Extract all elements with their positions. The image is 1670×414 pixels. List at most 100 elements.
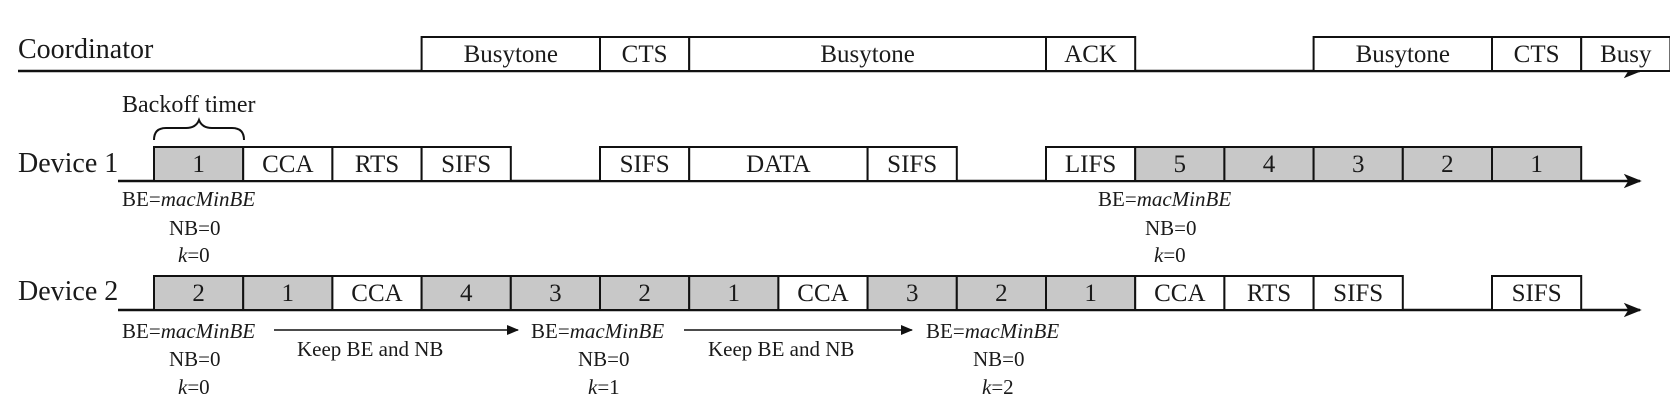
frame-slot bbox=[1223, 275, 1315, 311]
be-value: macMinBE bbox=[161, 187, 256, 211]
frame-slot bbox=[1312, 36, 1493, 72]
lane-label-device-2: Device 2 bbox=[18, 276, 118, 307]
backoff-slot bbox=[509, 275, 601, 311]
frame-slot bbox=[1491, 275, 1583, 311]
svg-text:BE=macMinBE: BE=macMinBE bbox=[122, 319, 255, 343]
backoff-count-label: 1 bbox=[728, 280, 741, 307]
be-prefix: BE= bbox=[1098, 187, 1137, 211]
frame-label: SIFS bbox=[1333, 280, 1383, 307]
k-value: =0 bbox=[187, 243, 209, 267]
keep-be-nb-label-1: Keep BE and NB bbox=[297, 337, 443, 361]
backoff-slot bbox=[866, 275, 958, 311]
frame-label: SIFS bbox=[887, 151, 937, 178]
frame-label: CCA bbox=[797, 280, 848, 307]
backoff-slot bbox=[599, 275, 691, 311]
backoff-slot bbox=[1491, 146, 1583, 182]
backoff-slot bbox=[1223, 146, 1315, 182]
backoff-count-label: 2 bbox=[192, 280, 205, 307]
backoff-count-label: 4 bbox=[460, 280, 473, 307]
device-1-params-initial: BE=macMinBE NB=0 k=0 bbox=[122, 187, 255, 267]
k-value: =2 bbox=[991, 375, 1013, 399]
frame-label: Busytone bbox=[820, 41, 914, 68]
frame-label: RTS bbox=[1247, 280, 1291, 307]
backoff-timer-brace bbox=[153, 117, 245, 141]
backoff-count-label: 4 bbox=[1263, 151, 1276, 178]
device-2-params-stage-2: BE=macMinBE NB=0 k=2 bbox=[926, 319, 1059, 399]
svg-text:BE=macMinBE: BE=macMinBE bbox=[122, 187, 255, 211]
frame-label: ACK bbox=[1064, 41, 1117, 68]
backoff-count-label: 1 bbox=[1084, 280, 1097, 307]
nb-value: NB=0 bbox=[578, 347, 630, 371]
k-value: =1 bbox=[597, 375, 619, 399]
frame-slot bbox=[599, 36, 691, 72]
be-value: macMinBE bbox=[161, 319, 256, 343]
k-symbol: k bbox=[588, 375, 598, 399]
svg-text:BE=macMinBE: BE=macMinBE bbox=[926, 319, 1059, 343]
nb-value: NB=0 bbox=[169, 347, 221, 371]
backoff-count-label: 3 bbox=[1352, 151, 1365, 178]
backoff-slot bbox=[242, 275, 334, 311]
frame-label: CTS bbox=[1514, 41, 1560, 68]
backoff-slot bbox=[1312, 146, 1404, 182]
be-value: macMinBE bbox=[570, 319, 665, 343]
be-prefix: BE= bbox=[122, 319, 161, 343]
frame-slot bbox=[599, 146, 691, 182]
backoff-count-label: 3 bbox=[549, 280, 562, 307]
backoff-count-label: 5 bbox=[1174, 151, 1187, 178]
svg-text:k=2: k=2 bbox=[982, 375, 1014, 399]
frame-label: DATA bbox=[746, 151, 811, 178]
frame-label: SIFS bbox=[441, 151, 491, 178]
frame-slot bbox=[331, 275, 423, 311]
frame-slot bbox=[1491, 36, 1583, 72]
k-value: =0 bbox=[187, 375, 209, 399]
svg-text:BE=macMinBE: BE=macMinBE bbox=[1098, 187, 1231, 211]
device-1-params-after-lifs: BE=macMinBE NB=0 k=0 bbox=[1098, 187, 1231, 267]
backoff-count-label: 2 bbox=[1441, 151, 1454, 178]
frame-label: SIFS bbox=[620, 151, 670, 178]
frame-label: SIFS bbox=[1512, 280, 1562, 307]
backoff-count-label: 1 bbox=[1530, 151, 1543, 178]
svg-text:k=0: k=0 bbox=[178, 243, 210, 267]
backoff-count-label: 1 bbox=[192, 151, 205, 178]
backoff-timer-label: Backoff timer bbox=[122, 92, 256, 118]
frame-label: CTS bbox=[622, 41, 668, 68]
nb-value: NB=0 bbox=[1145, 216, 1197, 240]
svg-text:k=1: k=1 bbox=[588, 375, 620, 399]
nb-value: NB=0 bbox=[973, 347, 1025, 371]
svg-text:k=0: k=0 bbox=[1154, 243, 1186, 267]
backoff-slot bbox=[955, 275, 1047, 311]
backoff-count-label: 2 bbox=[638, 280, 651, 307]
be-prefix: BE= bbox=[926, 319, 965, 343]
frame-label: CCA bbox=[1154, 280, 1205, 307]
lane-label-device-1: Device 1 bbox=[18, 148, 118, 179]
be-prefix: BE= bbox=[122, 187, 161, 211]
frame-label: LIFS bbox=[1065, 151, 1116, 178]
svg-text:BE=macMinBE: BE=macMinBE bbox=[531, 319, 664, 343]
frame-slot bbox=[1045, 146, 1137, 182]
frame-slot bbox=[1045, 36, 1137, 72]
k-symbol: k bbox=[982, 375, 992, 399]
backoff-slot bbox=[1045, 275, 1137, 311]
k-symbol: k bbox=[1154, 243, 1164, 267]
lane-label-coordinator: Coordinator bbox=[18, 34, 154, 65]
backoff-count-label: 3 bbox=[906, 280, 919, 307]
frame-slot bbox=[1312, 275, 1404, 311]
frame-slot bbox=[420, 146, 512, 182]
device-2-params-stage-1: BE=macMinBE NB=0 k=1 bbox=[531, 319, 664, 399]
backoff-slot bbox=[420, 275, 512, 311]
device-2-params-stage-0: BE=macMinBE NB=0 k=0 bbox=[122, 319, 255, 399]
be-value: macMinBE bbox=[1137, 187, 1232, 211]
keep-be-nb-label-2: Keep BE and NB bbox=[708, 337, 854, 361]
frame-label: CCA bbox=[262, 151, 313, 178]
backoff-count-label: 1 bbox=[282, 280, 295, 307]
frame-label: CCA bbox=[351, 280, 402, 307]
frame-slot bbox=[1580, 36, 1670, 72]
frame-label: Busy bbox=[1600, 41, 1652, 68]
backoff-slot bbox=[688, 275, 780, 311]
svg-text:k=0: k=0 bbox=[178, 375, 210, 399]
